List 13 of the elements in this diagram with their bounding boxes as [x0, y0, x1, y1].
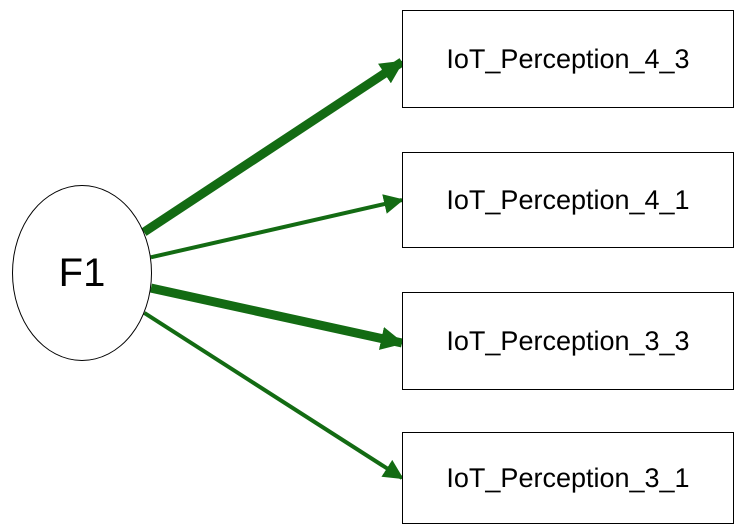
item-label: IoT_Perception_3_1	[446, 462, 690, 495]
item-box	[402, 10, 734, 108]
arrow	[150, 194, 404, 260]
item-box	[402, 292, 734, 390]
item-label: IoT_Perception_4_3	[446, 42, 690, 76]
arrow	[150, 284, 404, 350]
item-box	[402, 152, 734, 248]
item-box	[402, 432, 734, 524]
factor-label: F1	[58, 250, 106, 297]
item-label: IoT_Perception_3_3	[446, 324, 690, 358]
arrow	[142, 58, 404, 236]
item-label: IoT_Perception_4_1	[446, 184, 690, 217]
arrow	[143, 311, 404, 480]
